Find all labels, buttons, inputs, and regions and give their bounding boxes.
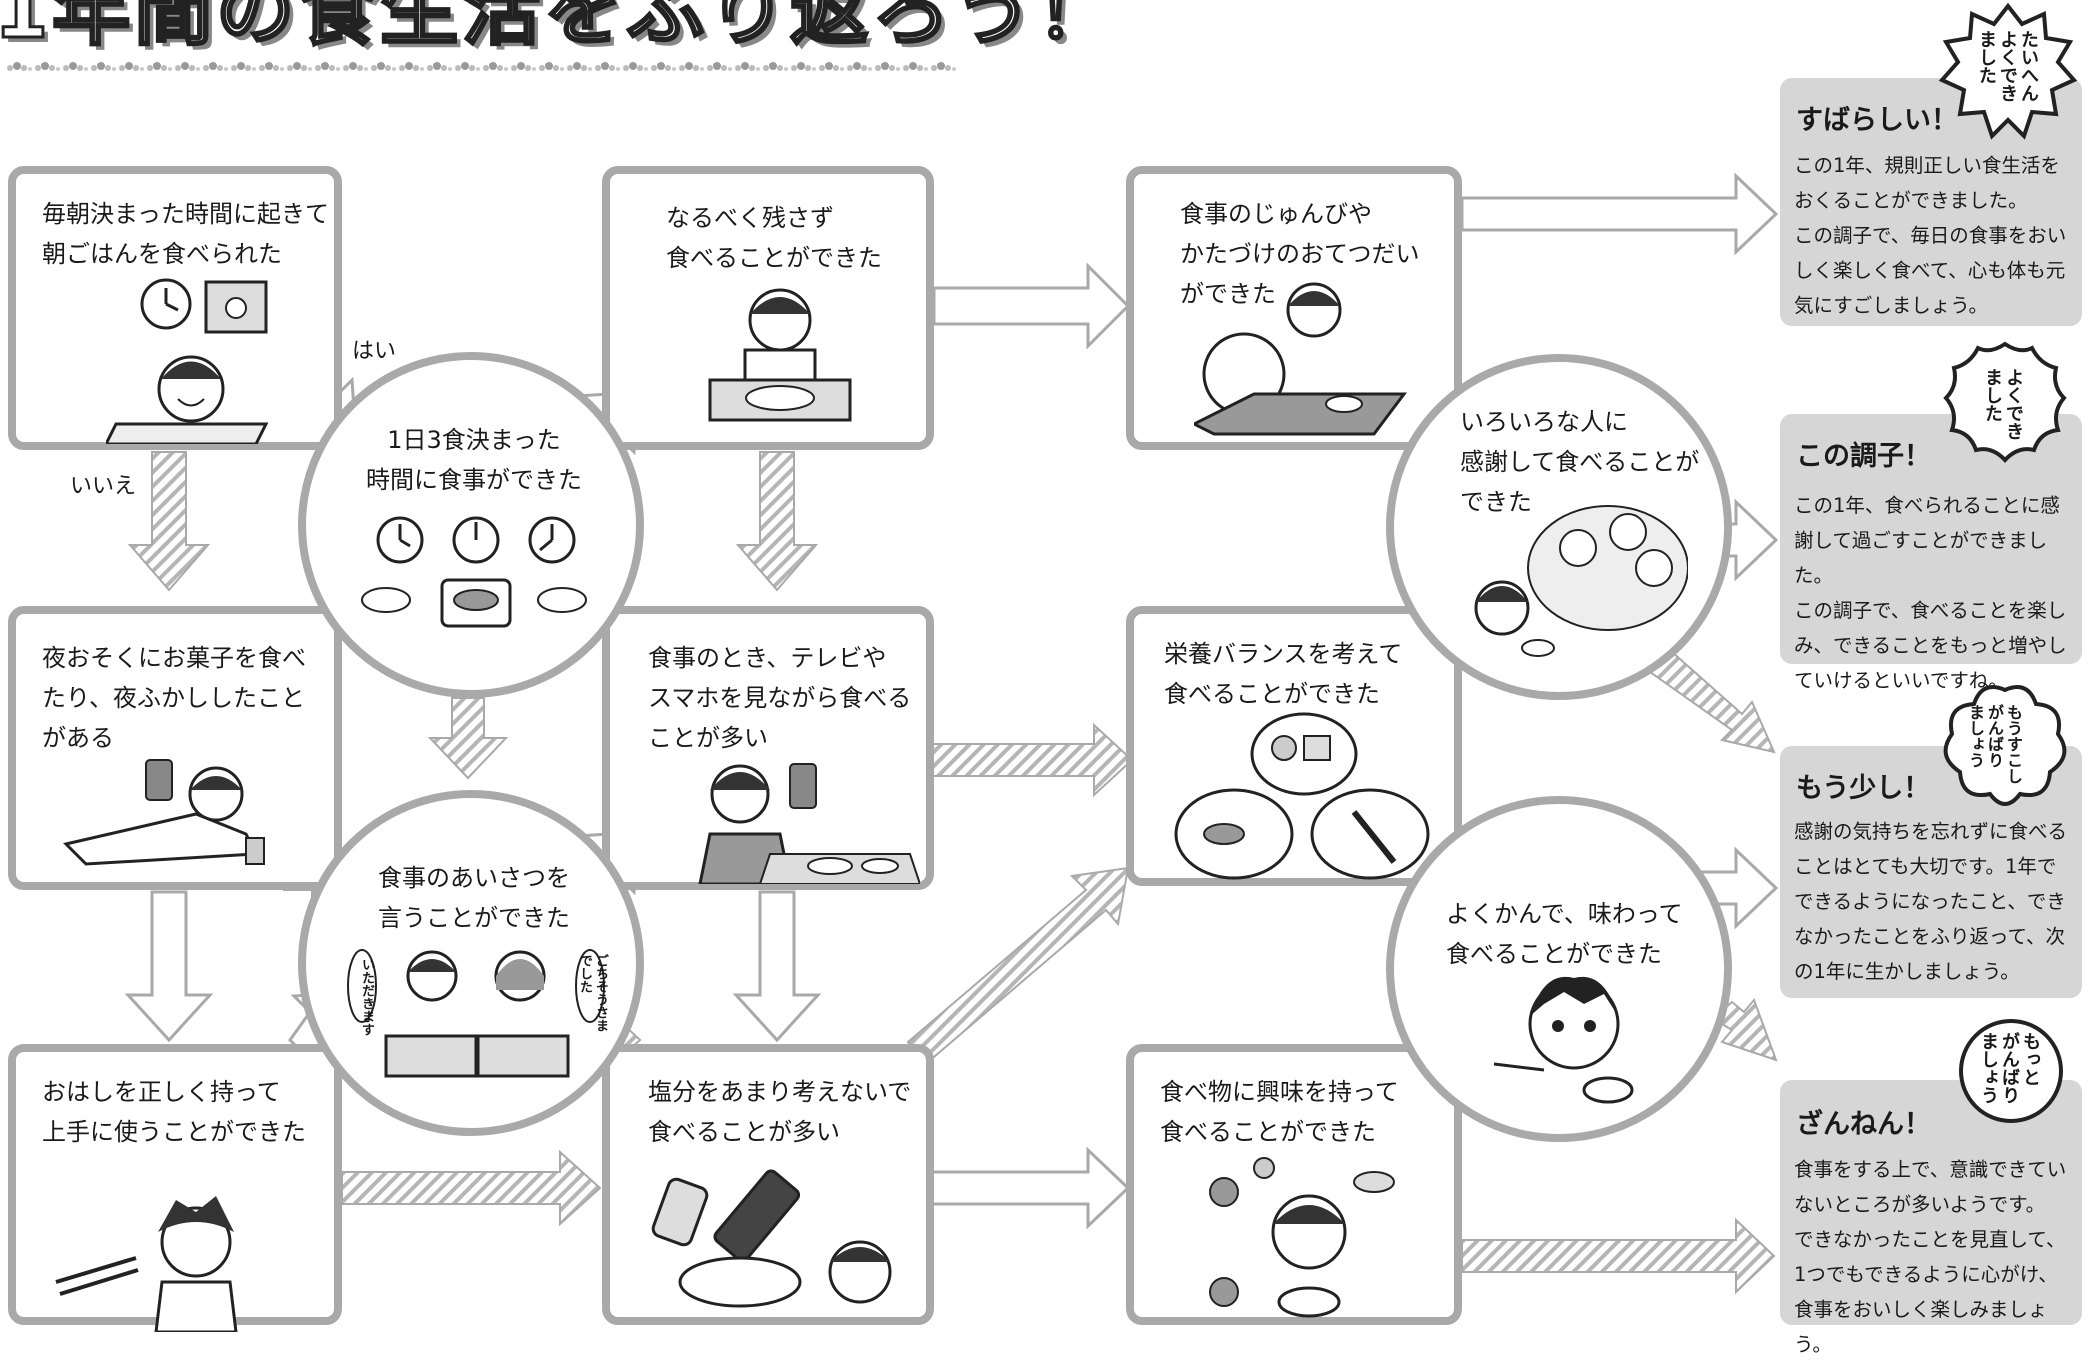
box-late-snacks-text: 夜おそくにお菓子を食べ たり、夜ふかししたこと がある <box>42 644 306 752</box>
arrow-c3-to-r3 <box>1648 650 1776 754</box>
box-late-snacks: 夜おそくにお菓子を食べ たり、夜ふかししたこと がある <box>8 606 342 890</box>
box-salt-text: 塩分をあまり考えないで 食べることが多い <box>648 1078 912 1146</box>
box-food-interest: 食べ物に興味を持って 食べることができた <box>1126 1044 1462 1325</box>
chewing-child-illustration <box>1493 976 1634 1104</box>
arrow-b7-to-r1 <box>1460 172 1779 256</box>
box-screen-eating-text: 食事のとき、テレビや スマホを見ながら食べる ことが多い <box>648 644 912 752</box>
circle-gratitude: いろいろな人に 感謝して食べることが できた <box>1386 354 1732 700</box>
arrow-b5-right <box>341 1149 602 1227</box>
curious-child-illustration <box>1209 1157 1395 1318</box>
waking-child-illustration <box>106 278 269 444</box>
eating-child-illustration <box>708 288 852 422</box>
box-breakfast-text: 毎朝決まった時間に起きて 朝ごはんを食べられた <box>42 200 330 268</box>
circle-three-meals-text: 1日3食決まった 時間に食事ができた <box>366 426 582 494</box>
badge-excellent-text: たいへん よくでき ました <box>1976 30 2039 102</box>
box-help-prep-text: 食事のじゅんびや かたづけのおてつだい ができた <box>1180 200 1420 308</box>
food-groups-illustration <box>1174 712 1430 880</box>
phone-eating-illustration <box>698 763 920 884</box>
arrow-b4-right <box>931 722 1134 798</box>
badge-almost-icon <box>1943 685 2067 806</box>
circle-gratitude-text: いろいろな人に 感謝して食べることが できた <box>1460 408 1700 516</box>
arrow-b9-right <box>1461 1217 1776 1295</box>
badge-too-bad-icon <box>1959 1019 2063 1123</box>
circle-greetings-text: 食事のあいさつを 言うことができた <box>378 864 570 932</box>
title-dot-decoration <box>6 58 956 76</box>
arrow-b6-to-b9 <box>930 1146 1131 1230</box>
arrow-b6-diag <box>906 866 1130 1064</box>
arrow-b4-down <box>732 890 822 1043</box>
box-breakfast: 毎朝決まった時間に起きて 朝ごはんを食べられた <box>8 166 342 450</box>
grateful-people-illustration <box>1474 505 1688 657</box>
result-excellent-body: この1年、規則正しい食生活を おくることができました。 この調子で、毎日の食事を… <box>1794 154 2067 317</box>
box-help-prep: 食事のじゅんびや かたづけのおてつだい ができた <box>1126 166 1462 450</box>
arrow-c4-to-r4 <box>1710 998 1778 1062</box>
circle-greetings: 食事のあいさつを 言うことができた いただきます ごちそうさま でした <box>298 790 644 1136</box>
salt-pouring-illustration <box>651 1169 892 1308</box>
box-nutrition-balance-text: 栄養バランスを考えて 食べることができた <box>1164 640 1403 708</box>
chopsticks-child-illustration <box>55 1196 238 1332</box>
badge-almost-text: もうすこし がんばり ましょう <box>1966 704 2023 784</box>
speech-gochisousama: ごちそうさま でした <box>577 954 608 1032</box>
result-excellent: すばらしい！ この1年、規則正しい食生活を おくることができました。 この調子で… <box>1780 78 2082 326</box>
arrow-b1-down <box>127 451 211 592</box>
greeting-children-illustration <box>347 949 605 1078</box>
badge-good-text: よくでき ました <box>1982 368 2024 440</box>
result-too-bad-body: 食事をする上で、意識できてい ないところが多いようです。 できなかったことを見直… <box>1794 1158 2067 1356</box>
badge-too-bad-text: もっと がんばり ましょう <box>1978 1032 2041 1104</box>
label-no: いいえ <box>70 474 137 499</box>
result-keep-going-heading: この調子！ <box>1796 441 1931 472</box>
result-keep-going: この調子！ この1年、食べられることに感 謝して過ごすことができました。 この調… <box>1780 414 2082 692</box>
label-yes: はい <box>352 339 397 364</box>
box-screen-eating: 食事のとき、テレビや スマホを見ながら食べる ことが多い <box>602 606 934 890</box>
circle-three-meals: 1日3食決まった 時間に食事ができた <box>298 352 644 698</box>
arrow-b2-to-b7 <box>932 262 1131 350</box>
result-almost-heading: もう少し！ <box>1796 773 1931 804</box>
box-finish-food: なるべく残さず 食べることができた <box>602 166 934 450</box>
result-keep-going-body: この1年、食べられることに感 謝して過ごすことができました。 この調子で、食べる… <box>1794 494 2067 692</box>
circle-chew-well-text: よくかんで、味わって 食べることができた <box>1446 900 1683 968</box>
box-nutrition-balance: 栄養バランスを考えて 食べることができた <box>1126 606 1462 886</box>
box-chopsticks-text: おはしを正しく持って 上手に使うことができた <box>42 1078 306 1146</box>
circle-chew-well: よくかんで、味わって 食べることができた <box>1386 796 1732 1142</box>
result-almost-body: 感謝の気持ちを忘れずに食べる ことはとても大切です。1年で できるようになったこ… <box>1794 820 2068 983</box>
result-too-bad: ざんねん！ 食事をする上で、意識できてい ないところが多いようです。 できなかっ… <box>1780 1080 2082 1356</box>
box-finish-food-text: なるべく残さず 食べることができた <box>666 204 882 272</box>
box-food-interest-text: 食べ物に興味を持って 食べることができた <box>1160 1078 1399 1146</box>
box-salt: 塩分をあまり考えないで 食べることが多い <box>602 1044 934 1325</box>
badge-good-icon <box>1943 341 2067 463</box>
badge-excellent-icon <box>1938 2 2078 140</box>
arrow-b2-down <box>735 451 819 592</box>
lying-child-illustration <box>63 759 265 866</box>
clocks-and-meals-illustration <box>361 516 587 628</box>
result-too-bad-heading: ざんねん！ <box>1796 1109 1931 1140</box>
arrow-b3-down <box>124 890 214 1043</box>
result-excellent-heading: すばらしい！ <box>1796 105 1958 136</box>
speech-itadakimasu: いただきます <box>359 958 374 1036</box>
box-chopsticks: おはしを正しく持って 上手に使うことができた <box>8 1044 342 1332</box>
arrow-c1-down <box>427 697 509 780</box>
page-title: 1年間の食生活をふり返ろう！ <box>0 0 1119 58</box>
helping-child-illustration <box>1194 282 1407 436</box>
